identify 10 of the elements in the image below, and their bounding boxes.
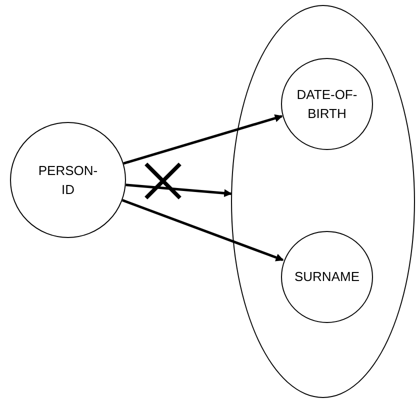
node-label: SURNAME: [294, 268, 360, 286]
arrow: [123, 114, 283, 165]
arrow: [122, 199, 284, 262]
group-ellipse: [231, 5, 415, 398]
circle-node: [281, 231, 373, 323]
node-label: PERSON-ID: [37, 162, 99, 199]
node-label: DATE-OF-BIRTH: [296, 86, 358, 123]
circle-node: [10, 122, 126, 238]
arrow: [126, 184, 232, 198]
circle-node: [281, 58, 373, 150]
